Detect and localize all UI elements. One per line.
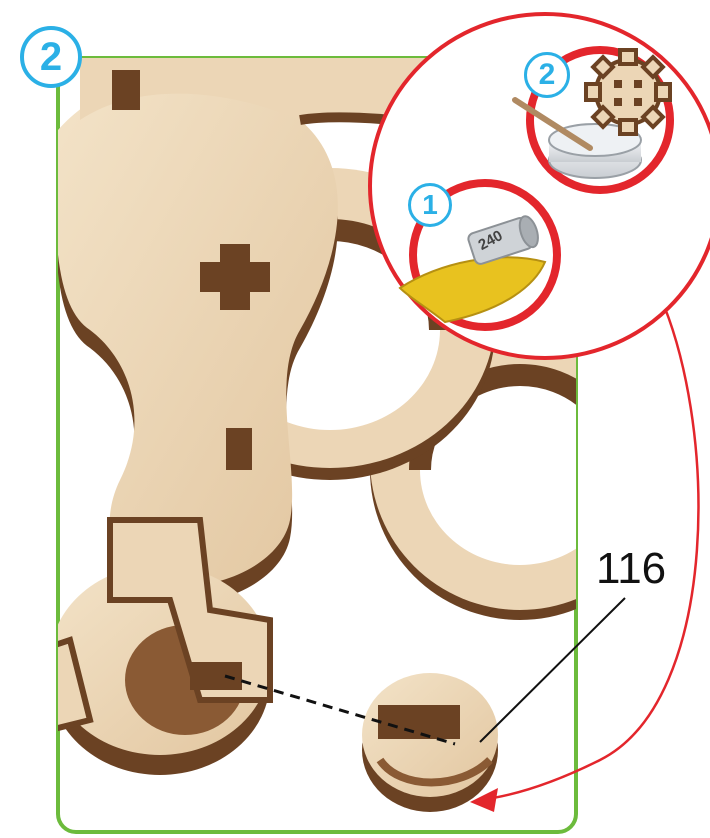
main-step-badge: 2 — [20, 26, 82, 88]
part-number-label: 116 — [596, 544, 666, 594]
sanding-step-number: 1 — [422, 189, 438, 221]
main-step-number: 2 — [40, 35, 62, 80]
part-116-piece — [362, 673, 498, 812]
sanding-step-badge: 1 — [408, 183, 452, 227]
wax-step-badge: 2 — [524, 52, 570, 98]
gear-icon — [586, 50, 670, 134]
wax-step-number: 2 — [539, 58, 556, 92]
